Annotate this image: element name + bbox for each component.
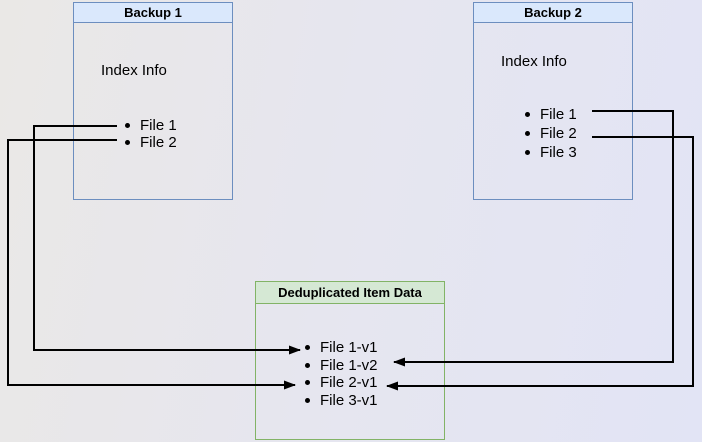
backup1-header: Backup 1 bbox=[74, 3, 232, 23]
backup2-title: Backup 2 bbox=[524, 4, 582, 20]
bullet-icon bbox=[305, 362, 310, 368]
bullet-icon bbox=[525, 131, 530, 136]
file-label: File 2 bbox=[540, 125, 577, 142]
bullet-icon bbox=[525, 150, 530, 155]
list-item: File 1-v2 bbox=[305, 357, 378, 375]
dedup-file-list: File 1-v1 File 1-v2 File 2-v1 File 3-v1 bbox=[305, 339, 378, 409]
backup1-index-label: Index Info bbox=[101, 62, 167, 79]
bullet-icon bbox=[125, 123, 130, 128]
bullet-icon bbox=[305, 345, 310, 351]
file-label: File 2-v1 bbox=[320, 374, 378, 392]
list-item: File 2-v1 bbox=[305, 374, 378, 392]
dedup-header: Deduplicated Item Data bbox=[256, 282, 444, 304]
backup2-file-list: File 1 File 2 File 3 bbox=[525, 105, 577, 162]
bullet-icon bbox=[525, 112, 530, 117]
list-item: File 1-v1 bbox=[305, 339, 378, 357]
backup1-file-list: File 1 File 2 bbox=[125, 117, 177, 151]
dedup-title: Deduplicated Item Data bbox=[278, 284, 422, 300]
file-label: File 1-v1 bbox=[320, 339, 378, 357]
list-item: File 3 bbox=[525, 143, 577, 162]
list-item: File 3-v1 bbox=[305, 392, 378, 410]
file-label: File 1 bbox=[140, 117, 177, 134]
file-label: File 3 bbox=[540, 144, 577, 161]
bullet-icon bbox=[305, 380, 310, 386]
bullet-icon bbox=[305, 397, 310, 403]
file-label: File 1-v2 bbox=[320, 356, 378, 374]
backup1-box: Backup 1 bbox=[73, 2, 233, 200]
backup1-title: Backup 1 bbox=[124, 4, 182, 20]
file-label: File 1 bbox=[540, 106, 577, 123]
list-item: File 2 bbox=[125, 134, 177, 151]
list-item: File 2 bbox=[525, 124, 577, 143]
bullet-icon bbox=[125, 140, 130, 145]
list-item: File 1 bbox=[525, 105, 577, 124]
backup2-header: Backup 2 bbox=[474, 3, 632, 23]
list-item: File 1 bbox=[125, 117, 177, 134]
file-label: File 2 bbox=[140, 134, 177, 151]
backup2-index-label: Index Info bbox=[501, 53, 567, 70]
backup2-box: Backup 2 bbox=[473, 2, 633, 200]
file-label: File 3-v1 bbox=[320, 391, 378, 409]
